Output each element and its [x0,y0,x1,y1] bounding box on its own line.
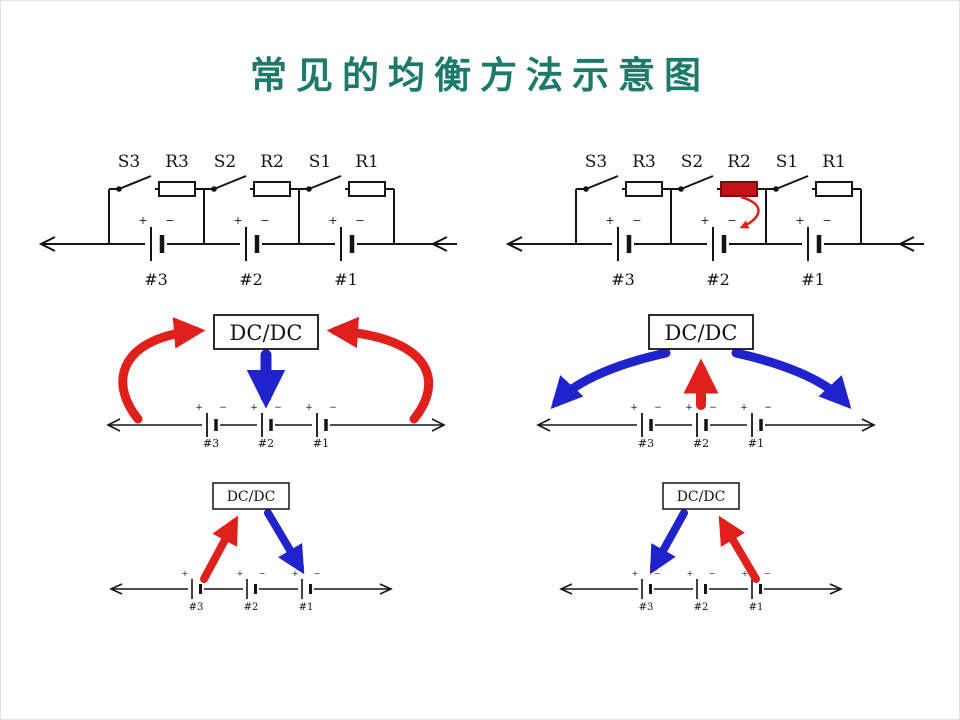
switch-label-s2: S2 [681,152,703,172]
dcdc-converter-box [662,482,740,510]
dcdc-label: DC/DC [665,321,738,345]
cell-label-3: #3 [144,270,168,289]
resistor-r1 [815,181,853,197]
dcdc-label: DC/DC [230,321,303,345]
switch-blades [116,175,342,192]
cell-label-2: #2 [244,602,259,613]
battery-cell-3 [138,214,174,261]
resistor-r2 [253,181,291,197]
resistor-r1 [348,181,386,197]
energy-out-arrow-to-cell3 [649,509,688,575]
cell-label-2: #2 [693,437,709,450]
switch-label-s1: S1 [309,152,331,172]
resistor-r2-active [720,181,758,197]
resistor-r3 [625,181,663,197]
diagram-passive-balancing-r2-active: S3 R3 S2 R2 S1 R1 #3 #2 #1 [505,152,924,289]
resistor-label-r1: R1 [355,152,379,172]
energy-out-arrow-right [731,348,852,409]
cell-label-3: #3 [203,437,219,450]
energy-out-arrow-to-cell1 [264,509,305,575]
switch-label-s3: S3 [585,152,607,172]
cell-label-3: #3 [611,270,635,289]
battery-cell-3 [605,214,641,261]
bus-left-arrow [106,418,121,432]
dcdc-converter-box [213,314,319,350]
switch-label-s3: S3 [118,152,140,172]
resistor-label-r2: R2 [260,152,284,172]
cell-label-1: #1 [299,602,314,613]
battery-cell-2 [248,401,284,439]
diagram-dcdc-cell1-to-cell3: DC/DC #3 #2 #1 [559,482,843,613]
cell-label-1: #1 [749,602,764,613]
resistor-label-r1: R1 [822,152,846,172]
battery-cell-3 [628,401,664,439]
bus-left-arrow [559,583,573,595]
cell-label-1: #1 [313,437,329,450]
battery-cell-1 [328,214,364,261]
switch-label-s2: S2 [214,152,236,172]
switch-blades [583,175,809,192]
diagram-dcdc-pack-to-cell: DC/DC #3 #2 #1 [106,314,446,450]
battery-cell-1 [738,401,774,439]
dcdc-converter-box [212,482,290,510]
battery-cell-2 [700,214,736,261]
switch-label-s1: S1 [776,152,798,172]
battery-cell-2 [235,567,267,601]
cell-label-1: #1 [801,270,825,289]
bus-right-arrow [861,418,876,432]
cell-label-1: #1 [334,270,358,289]
battery-cell-3 [630,567,662,601]
battery-cell-1 [290,567,322,601]
discharge-arrow-r2-to-cell2 [739,195,760,229]
resistor-r3 [158,181,196,197]
bus-left-arrow [109,583,123,595]
battery-cell-1 [795,214,831,261]
cell-label-3: #3 [639,602,654,613]
resistor-label-r3: R3 [632,152,656,172]
battery-cell-1 [303,401,339,439]
energy-in-arrow-left [118,317,206,424]
energy-in-arrow-from-cell1 [718,515,760,583]
bus-right-arrow [431,418,446,432]
cell-label-2: #2 [258,437,274,450]
resistor-label-r2: R2 [727,152,751,172]
battery-cell-2 [233,214,269,261]
cell-label-2: #2 [706,270,730,289]
bus-left-arrow [536,418,551,432]
bus-right-arrow [379,583,393,595]
cell-label-1: #1 [748,437,764,450]
diagram-dcdc-cell3-to-cell1: DC/DC #3 #2 #1 [109,482,393,613]
cell-label-2: #2 [694,602,709,613]
dcdc-converter-box [648,314,754,350]
energy-out-arrow-left [550,348,671,409]
cell-label-3: #3 [638,437,654,450]
battery-cell-2 [685,567,717,601]
dcdc-label: DC/DC [677,489,726,505]
dcdc-label: DC/DC [227,489,276,505]
resistor-label-r3: R3 [165,152,189,172]
diagram-dcdc-cell-to-pack: DC/DC #3 #2 #1 [536,314,876,450]
energy-in-arrow-right [326,316,434,424]
slide-title: 常见的均衡方法示意图 [250,53,710,97]
diagram-passive-balancing: S3 R3 S2 R2 S1 R1 #3 #2 #1 [38,152,457,289]
cell-label-3: #3 [189,602,204,613]
cell-label-2: #2 [239,270,263,289]
battery-cell-3 [193,401,229,439]
bus-right-arrow [829,583,843,595]
energy-in-arrow-from-cell3 [200,515,238,583]
